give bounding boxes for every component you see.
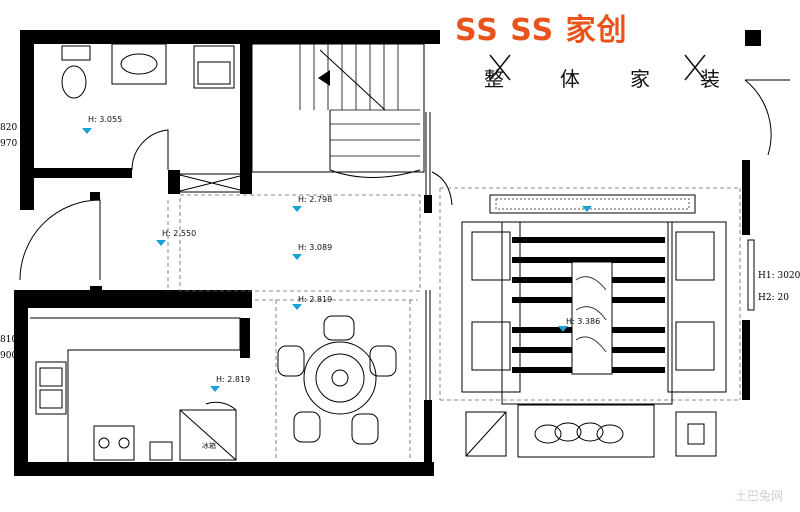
dim-left-bottom-a: 810	[0, 335, 17, 345]
chair-4	[293, 411, 321, 443]
basin-counter	[111, 43, 167, 85]
watermark: 土巴兔网	[735, 488, 783, 503]
sofa-right	[667, 221, 727, 393]
fridge	[179, 409, 237, 461]
chair-3	[369, 345, 397, 377]
corridor-door-swing	[431, 171, 453, 206]
walls	[14, 30, 761, 476]
level-mark-bath: H: 3.055	[82, 115, 122, 134]
brand-logo: SS SS 家创	[455, 13, 628, 48]
level-mark-living: H: 3.386	[558, 317, 600, 332]
entry-door-swing	[19, 199, 101, 281]
window-right	[747, 239, 755, 311]
side-table-right	[675, 411, 717, 457]
washing-machine-icon	[193, 45, 235, 89]
brand-header: SS SS 家创 整 体 家 装	[455, 13, 722, 91]
sofa-main	[517, 404, 655, 458]
level-mark-corridor-left: H: 2.550	[156, 229, 196, 246]
double-sink-icon	[35, 361, 67, 415]
slogan-char-2: 体	[560, 67, 582, 91]
bath-door-swing	[131, 129, 169, 171]
level-mark-corridor-top: H: 2.798	[292, 195, 332, 212]
dim-left-top-a: 820	[0, 123, 17, 133]
svg-text:H: 2.550: H: 2.550	[162, 229, 196, 238]
level-mark-kitchen: H: 2.819	[210, 375, 250, 392]
dining-room	[277, 315, 397, 445]
ceiling-lines	[167, 187, 741, 460]
chair-2	[277, 345, 305, 377]
slogan-char-4: 装	[700, 67, 722, 91]
slogan-char-3: 家	[630, 67, 652, 91]
dim-left-top-b: 970	[0, 139, 17, 149]
level-marks: H: 3.055 H: 2.798 H: 2.550 H: 3.089 H: 2…	[82, 115, 600, 392]
toilet-tank	[61, 45, 91, 61]
side-door-swing	[744, 79, 772, 156]
lamp-icon	[687, 423, 705, 445]
svg-text:H: 2.798: H: 2.798	[298, 195, 332, 204]
doors	[19, 79, 790, 400]
fridge-label: 冰箱	[202, 441, 216, 450]
side-table-left	[465, 411, 507, 457]
staircase	[251, 43, 425, 178]
stair-arrow-icon	[318, 70, 330, 86]
level-mark-tv	[582, 206, 592, 212]
rug	[501, 221, 673, 405]
dimensions: 820 970 810 900 H1: 3020 H2: 20	[0, 123, 800, 361]
living-room	[461, 194, 727, 458]
sofa-left	[461, 221, 521, 393]
kitchen: 冰箱	[30, 317, 241, 462]
chair-5	[351, 413, 379, 445]
shoe-cabinet	[175, 173, 249, 193]
svg-text:H: 2.819: H: 2.819	[216, 375, 250, 384]
dim-right-h1: H1: 3020	[758, 271, 800, 281]
svg-text:H: 2.819: H: 2.819	[298, 295, 332, 304]
stove-icon	[93, 425, 135, 461]
toilet-icon	[61, 65, 87, 99]
svg-text:H: 3.386: H: 3.386	[566, 317, 600, 326]
svg-text:H: 3.055: H: 3.055	[88, 115, 122, 124]
dim-left-bottom-b: 900	[0, 351, 17, 361]
dragonfly-icon	[489, 54, 706, 81]
window-left-top	[21, 115, 31, 133]
sink-icon	[120, 53, 158, 75]
chair-1	[323, 315, 355, 341]
coffee-table	[571, 261, 613, 375]
tv-cabinet	[489, 194, 696, 214]
svg-text:H: 3.089: H: 3.089	[298, 243, 332, 252]
dim-right-h2: H2: 20	[758, 293, 789, 303]
slogan-char-1: 整	[484, 67, 506, 91]
bathroom	[21, 43, 249, 193]
level-mark-dining: H: 2.819	[292, 295, 332, 310]
dining-table	[303, 341, 377, 415]
level-mark-corridor-mid: H: 3.089	[292, 243, 332, 260]
kitchen-counter	[30, 317, 241, 462]
